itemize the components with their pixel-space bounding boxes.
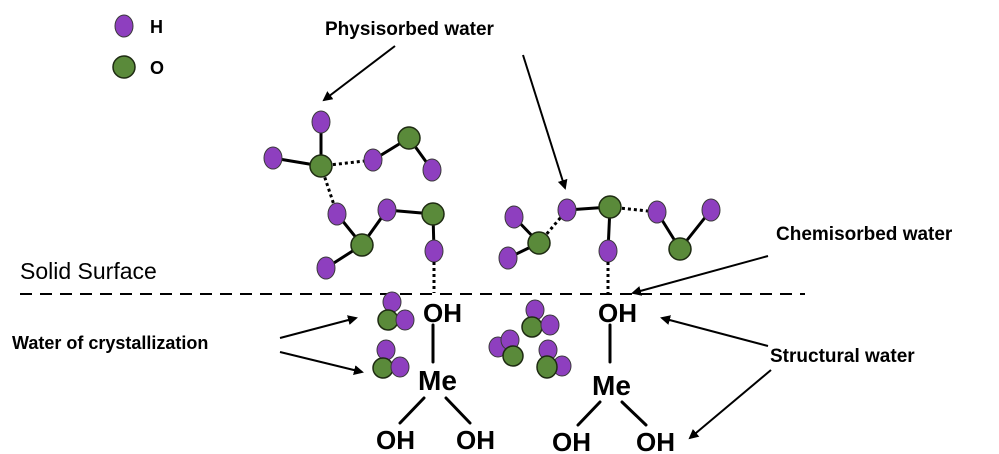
oxygen-atom [397,126,421,150]
water-of-crystallization-label: Water of crystallization [12,333,208,353]
oxygen-atom [598,195,622,219]
structural-hydroxyl-right-2: OH [636,427,675,454]
legend-oxygen-label: O [150,58,164,78]
hydrogen-atom [263,146,283,170]
hydrogen-atom [557,198,577,222]
hydrogen-atom [316,256,336,280]
hydrogen-atom [395,309,415,331]
oxygen-atom [377,309,399,331]
metal-center-right: OH Me OH OH [552,298,675,454]
hydrogen-atom [311,110,331,134]
structural-hydroxyl-right-1: OH [552,427,591,454]
crystallization-cluster-middle [488,299,572,379]
oxygen-atom [372,357,394,379]
oxygen-atom [527,231,551,255]
arrow-physisorbed-left [322,45,396,102]
hydrogen-atom [363,148,383,172]
legend-hydrogen-label: H [150,17,163,37]
hydrogen-atom [504,205,524,229]
legend: H O [112,14,164,79]
arrow-crystallization-upper [279,315,358,339]
metal-center-left: OH Me OH OH [376,298,495,454]
hydrogen-atom [498,246,518,270]
legend-hydrogen-swatch [114,14,134,38]
arrow-physisorbed-right [522,54,568,190]
hydrogen-atom [377,198,397,222]
structural-hydroxyl-left-2: OH [456,425,495,454]
oxygen-atom [536,355,558,379]
physisorbed-water-label: Physisorbed water [325,19,495,40]
structural-hydroxyl-left-1: OH [376,425,415,454]
legend-oxygen-swatch [112,55,136,79]
crystallization-cluster-left [372,291,415,379]
oxygen-atom [502,345,524,367]
metal-symbol-left: Me [418,365,457,396]
oxygen-atom [309,154,333,178]
structural-water-label: Structural water [770,346,915,367]
hydrogen-atom [424,239,444,263]
physisorbed-cluster-left [263,110,445,280]
oxygen-atom [421,202,445,226]
physisorbed-cluster-right [498,195,721,270]
solid-surface-label: Solid Surface [20,258,157,284]
surface-hydroxyl-right: OH [598,298,637,328]
surface-hydroxyl-left: OH [423,298,462,328]
hydrogen-atom [647,200,667,224]
arrows [279,45,772,440]
chemisorbed-water-label: Chemisorbed water [776,224,953,245]
metal-symbol-right: Me [592,370,631,401]
hydrogen-atom [327,202,347,226]
arrow-chemisorbed [631,255,769,296]
hydrogen-atom [376,339,396,361]
arrow-structural-lower [688,369,772,440]
hydrogen-atom [701,198,721,222]
hydrogen-atom [540,314,560,336]
hydrogen-atom [382,291,402,313]
oxygen-atom [521,316,543,338]
hydrogen-atom [390,356,410,378]
oxygen-atom [668,237,692,261]
hydrogen-atom [422,158,442,182]
hydrogen-atom [598,239,618,263]
arrow-crystallization-lower [279,351,364,375]
oxygen-atom [350,233,374,257]
arrow-structural-oh [660,315,769,347]
